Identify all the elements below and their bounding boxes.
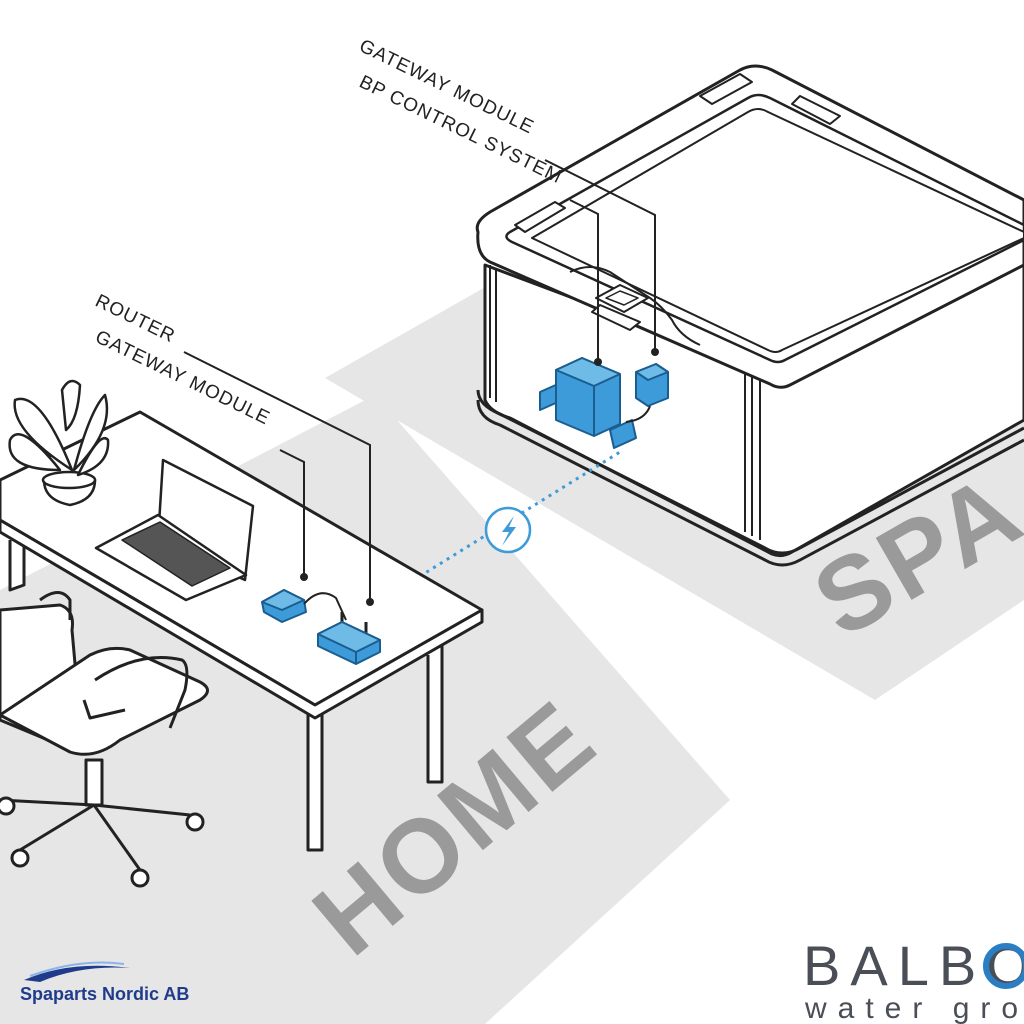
callout-gateway-module-home: GATEWAY MODULE (92, 327, 274, 430)
spaparts-brand-name: Spaparts Nordic AB (20, 984, 189, 1004)
home-gateway-callout-dot (300, 573, 308, 581)
router-gateway-cable (303, 592, 347, 621)
spa-callout-lines (544, 159, 656, 360)
bp-control-system (539, 357, 637, 449)
home-callout-lines (183, 351, 371, 600)
office-chair (0, 591, 209, 888)
balboa-logo: BALBO water gro (803, 934, 1024, 1024)
router (317, 612, 381, 665)
balboa-tagline: water gro (804, 992, 1024, 1024)
lightning-bolt-icon (484, 506, 532, 554)
home-gateway-module (261, 589, 307, 623)
router-callout-dot (366, 598, 374, 606)
spa-gateway-module (625, 363, 669, 423)
spa-tub (475, 64, 1024, 567)
balboa-swirl-icon (983, 943, 1024, 989)
spaparts-logo (24, 961, 130, 982)
bp-control-callout-dot (594, 358, 602, 366)
spa-gateway-callout-dot (651, 348, 659, 356)
laptop (94, 458, 255, 602)
plant (8, 379, 110, 507)
balboa-wordmark: BALBO (803, 934, 1024, 997)
